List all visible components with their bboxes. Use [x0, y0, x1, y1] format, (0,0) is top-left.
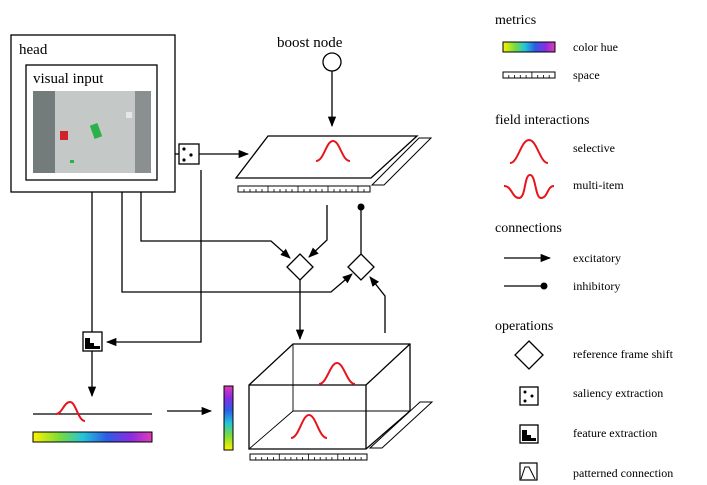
legend-color-hue: color hue	[573, 40, 618, 54]
legend-operations-title: operations	[495, 319, 553, 334]
hue-field	[32, 400, 153, 443]
head-label: head	[19, 42, 48, 58]
field-to-diamond	[308, 205, 328, 258]
volume-to-diamond	[369, 276, 386, 333]
histogram-icon	[519, 424, 539, 444]
legend-multi-item: multi-item	[573, 178, 624, 192]
pattern-icon	[519, 462, 538, 481]
legend-excitatory: excitatory	[573, 251, 621, 265]
hue-bar-vertical	[223, 385, 234, 451]
field-peak	[315, 139, 351, 162]
legend-saliency-extraction: saliency extraction	[573, 386, 663, 400]
legend-selective: selective	[573, 141, 615, 155]
head-to-diamond-right	[121, 192, 353, 293]
legend-inhibitory: inhibitory	[573, 279, 620, 293]
hue-gradient-icon	[502, 41, 556, 53]
reference-frame-shift-right	[347, 253, 375, 281]
spatial-field	[234, 135, 433, 193]
ruler-side	[370, 137, 433, 186]
volume-ruler-side	[368, 401, 434, 449]
volume-ruler-bottom	[249, 453, 368, 461]
head-to-diamond-left	[140, 192, 291, 259]
legend-connections-title: connections	[495, 221, 562, 236]
ruler-icon	[502, 71, 556, 79]
legend: metrics color hue space field interactio…	[495, 13, 674, 481]
field-to-feature	[105, 170, 202, 347]
feature-extraction-operator	[82, 331, 103, 352]
saliency-operator	[178, 143, 200, 165]
reference-frame-shift-left	[286, 253, 314, 281]
head-block: head visual input	[10, 34, 176, 193]
diamond-icon	[514, 340, 544, 370]
dice-icon	[519, 386, 539, 406]
legend-patterned-connection: patterned connection	[573, 466, 673, 480]
green-object	[89, 123, 103, 139]
legend-metrics-title: metrics	[495, 13, 536, 28]
feature-space-volume	[223, 343, 434, 461]
legend-space: space	[573, 68, 600, 82]
boost-node	[322, 52, 342, 72]
red-object	[60, 131, 68, 140]
legend-reference-frame-shift: reference frame shift	[573, 347, 674, 361]
visual-input-label: visual input	[33, 71, 104, 87]
boost-node-label: boost node	[277, 35, 343, 51]
ruler-bottom	[237, 185, 371, 193]
single-peak-icon	[509, 138, 549, 164]
hue-bar-horizontal	[32, 431, 153, 443]
multi-peak-icon	[503, 173, 555, 200]
legend-field-interactions-title: field interactions	[495, 113, 589, 128]
legend-feature-extraction: feature extraction	[573, 426, 657, 440]
camera-image	[33, 91, 151, 173]
